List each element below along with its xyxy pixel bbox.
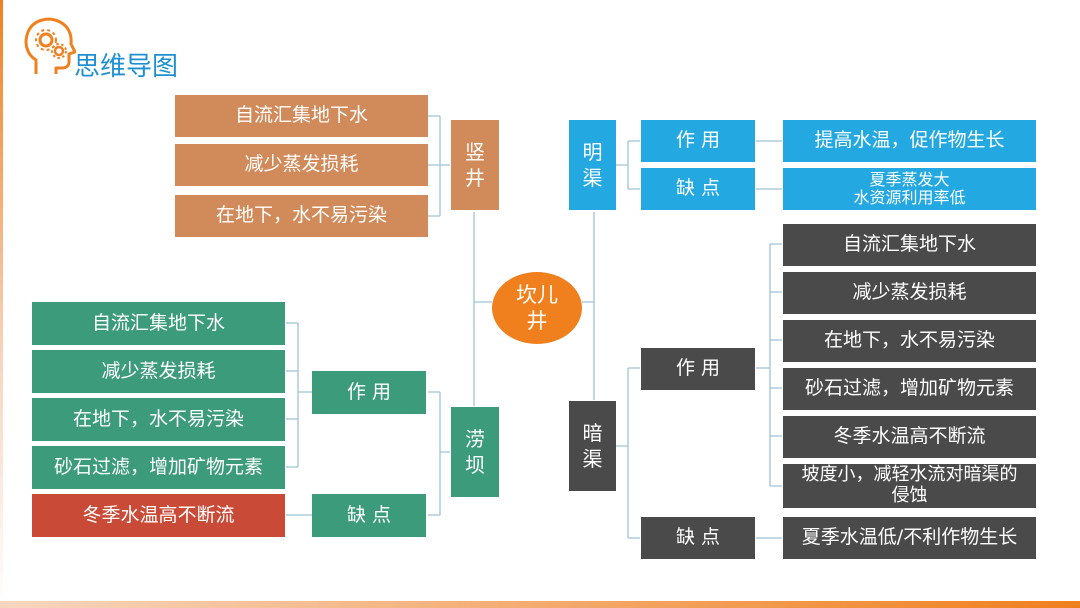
hidden-channel-drawback-node: 缺 点 xyxy=(641,517,755,559)
hidden-channel-function-item: 坡度小，减轻水流对暗渠的侵蚀 xyxy=(783,464,1036,508)
hidden-channel-drawback-item: 夏季水温低/不利作物生长 xyxy=(783,517,1036,559)
page-title: 思维导图 xyxy=(74,52,179,82)
head-gear-icon xyxy=(24,17,76,74)
dam-function-item: 减少蒸发损耗 xyxy=(32,350,285,393)
hidden-channel-function-node: 作 用 xyxy=(641,348,755,390)
open-channel-drawback-item: 夏季蒸发大 水资源利用率低 xyxy=(783,168,1036,210)
hidden-channel-function-item: 砂石过滤，增加矿物元素 xyxy=(783,368,1036,410)
dam-function-item: 自流汇集地下水 xyxy=(32,302,285,345)
hidden-channel-function-item: 自流汇集地下水 xyxy=(783,224,1036,266)
open-channel-function-node: 作 用 xyxy=(641,120,755,162)
dam-function-node: 作 用 xyxy=(312,371,426,414)
dam-function-item: 砂石过滤，增加矿物元素 xyxy=(32,446,285,489)
open-channel-drawback-node: 缺 点 xyxy=(641,168,755,210)
open-channel-node: 明 渠 xyxy=(569,120,616,210)
shaft-item: 在地下，水不易污染 xyxy=(175,195,428,237)
shaft-item: 减少蒸发损耗 xyxy=(175,144,428,186)
open-channel-function-item: 提高水温，促作物生长 xyxy=(783,120,1036,162)
hidden-channel-function-item: 减少蒸发损耗 xyxy=(783,272,1036,314)
shaft-item: 自流汇集地下水 xyxy=(175,95,428,137)
hidden-channel-function-item: 冬季水温高不断流 xyxy=(783,416,1036,458)
bottom-accent-bar xyxy=(0,601,1080,608)
shaft-node: 竖 井 xyxy=(451,120,499,210)
dam-drawback-node: 缺 点 xyxy=(312,494,426,537)
hidden-channel-node: 暗 渠 xyxy=(569,401,616,491)
left-accent-strip xyxy=(0,0,3,608)
hidden-channel-function-item: 在地下，水不易污染 xyxy=(783,320,1036,362)
dam-node: 涝 坝 xyxy=(451,407,499,497)
dam-drawback-item: 冬季水温高不断流 xyxy=(32,494,285,537)
dam-function-item: 在地下，水不易污染 xyxy=(32,398,285,441)
center-node-kanerjing: 坎儿 井 xyxy=(492,272,582,344)
